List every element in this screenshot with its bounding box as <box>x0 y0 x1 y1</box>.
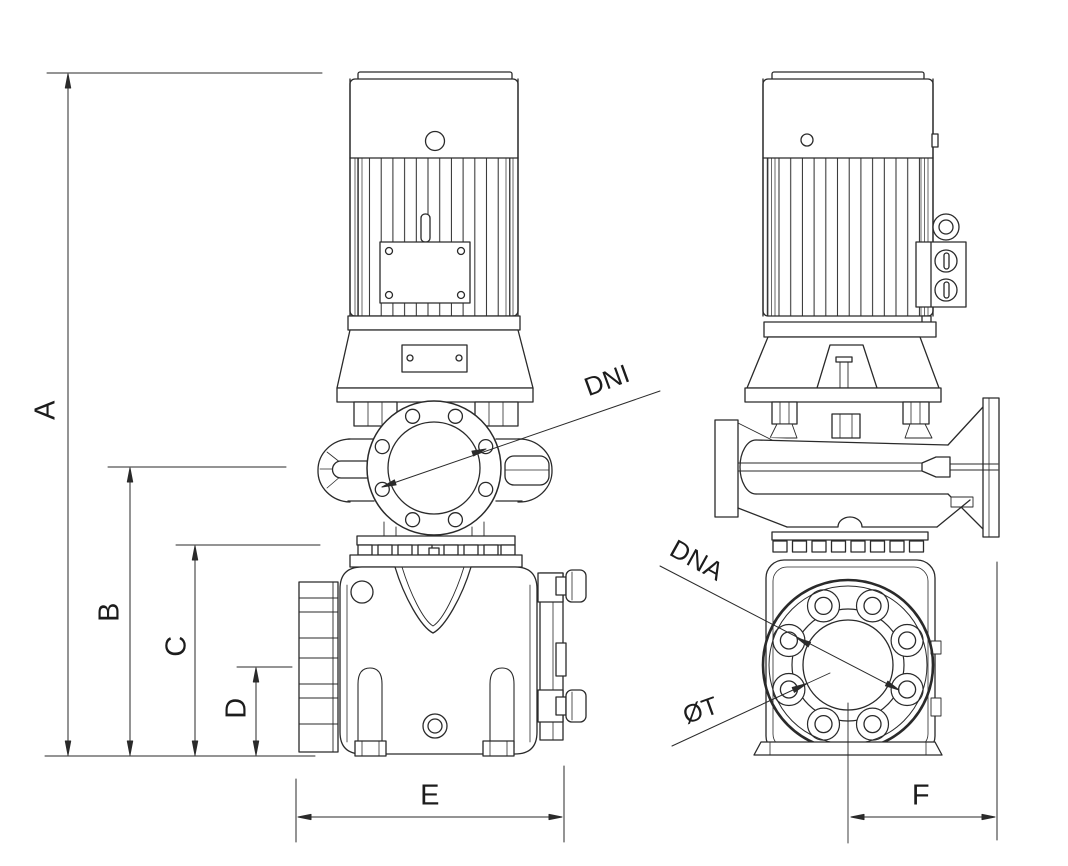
rear-flange-bolt-holes <box>779 596 917 734</box>
front-view <box>298 71 587 757</box>
side-bolt-row <box>772 540 925 553</box>
front-bolt-row <box>357 544 516 556</box>
dim-label-b: B <box>93 602 126 622</box>
dimension-lines <box>44 72 998 843</box>
side-view <box>714 71 1000 844</box>
dim-label-f: F <box>911 779 931 812</box>
dim-label-a: A <box>29 400 62 420</box>
dim-label-e: E <box>420 779 440 812</box>
front-flange-bolt-holes <box>374 408 494 528</box>
dim-label-c: C <box>160 635 193 657</box>
dim-label-d: D <box>220 697 253 719</box>
